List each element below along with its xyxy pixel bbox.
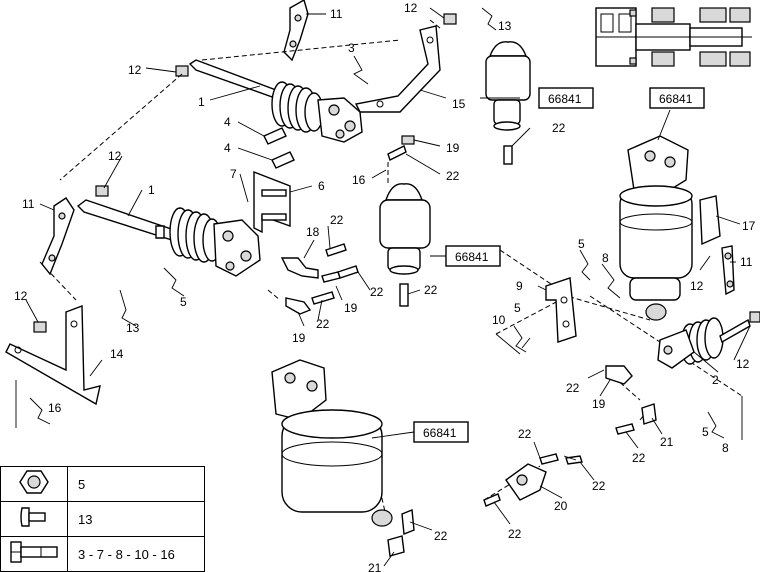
callout-22: 22 [566, 381, 580, 395]
legend-text: 3 - 7 - 8 - 10 - 16 [67, 536, 205, 572]
legend-row: 5 [0, 466, 205, 502]
air-spring-middle [379, 183, 431, 307]
callout-13: 13 [126, 321, 140, 335]
callout-18: 18 [306, 225, 320, 239]
callout-22: 22 [316, 317, 330, 331]
callout-17: 17 [742, 219, 756, 233]
middle-left-linkage [5, 170, 359, 406]
callout-20: 20 [554, 499, 568, 513]
bolt-icon [0, 536, 68, 572]
callout-21: 21 [368, 561, 382, 572]
callout-22: 22 [632, 451, 646, 465]
leader-lines [15, 7, 751, 567]
callout-19: 19 [446, 141, 460, 155]
hex-nut-icon [0, 466, 68, 502]
callout-10: 10 [492, 313, 506, 327]
callout-22: 22 [424, 283, 438, 297]
bellows-lower [169, 207, 222, 263]
callout-19: 19 [592, 397, 606, 411]
callout-12: 12 [14, 289, 28, 303]
air-spring-right [619, 135, 721, 321]
air-spring-bottom [271, 359, 415, 557]
callout-12: 12 [404, 1, 418, 15]
callout-5: 5 [180, 295, 187, 309]
callout-8: 8 [722, 441, 729, 455]
callout-4: 4 [224, 115, 231, 129]
legend-row: 3 - 7 - 8 - 10 - 16 [0, 536, 205, 572]
callout-12: 12 [128, 63, 142, 77]
ref-number: 66841 [423, 426, 457, 440]
callout-5: 5 [578, 237, 585, 251]
callout-4: 4 [224, 141, 231, 155]
callout-12: 12 [736, 357, 750, 371]
ref-number: 66841 [659, 92, 693, 106]
callout-14: 14 [110, 347, 124, 361]
callout-7: 7 [230, 167, 237, 181]
callout-2: 2 [712, 373, 719, 387]
legend-text: 5 [67, 466, 205, 502]
callout-11: 11 [22, 197, 35, 211]
callout-11: 11 [740, 255, 753, 269]
callout-5: 5 [514, 301, 521, 315]
callout-21: 21 [660, 435, 674, 449]
callout-19: 19 [292, 331, 306, 345]
callout-22: 22 [592, 479, 606, 493]
upper-left-linkage [175, 0, 457, 169]
legend-text: 13 [67, 501, 205, 537]
callout-22: 22 [552, 121, 566, 135]
callout-22: 22 [370, 285, 384, 299]
callout-1: 1 [148, 183, 155, 197]
callout-22: 22 [434, 529, 448, 543]
callout-9: 9 [516, 279, 523, 293]
callout-3: 3 [348, 41, 355, 55]
ref-box [649, 87, 705, 109]
callout-labels: 11 12 13 3 12 1 15 4 4 19 22 16 12 7 6 1… [14, 1, 756, 572]
callout-19: 19 [344, 301, 358, 315]
callout-16: 16 [48, 401, 62, 415]
callout-22: 22 [330, 213, 344, 227]
ref-box [413, 421, 469, 443]
rivet-icon [0, 501, 68, 537]
callout-6: 6 [318, 179, 325, 193]
ref-box [538, 87, 594, 109]
air-spring-top [485, 41, 531, 165]
callout-8: 8 [602, 251, 609, 265]
callout-11: 11 [330, 7, 343, 21]
callout-15: 15 [452, 97, 466, 111]
fastener-legend: 5 13 3 - 7 - 8 - 10 - 16 [0, 466, 205, 572]
ref-number: 66841 [548, 92, 582, 106]
callout-13: 13 [498, 19, 512, 33]
callout-12: 12 [690, 279, 704, 293]
callout-22: 22 [446, 169, 460, 183]
callout-5: 5 [702, 425, 709, 439]
reference-boxes: 66841 66841 66841 66841 [413, 87, 705, 443]
callout-16: 16 [352, 173, 366, 187]
callout-22: 22 [518, 427, 532, 441]
truck-locator-icon [595, 7, 752, 67]
ref-number: 66841 [455, 250, 489, 264]
ref-box [445, 245, 501, 267]
callout-22: 22 [508, 527, 522, 541]
callout-12: 12 [108, 149, 122, 163]
bellows-upper [271, 81, 324, 133]
callout-1: 1 [198, 95, 205, 109]
legend-row: 13 [0, 501, 205, 537]
